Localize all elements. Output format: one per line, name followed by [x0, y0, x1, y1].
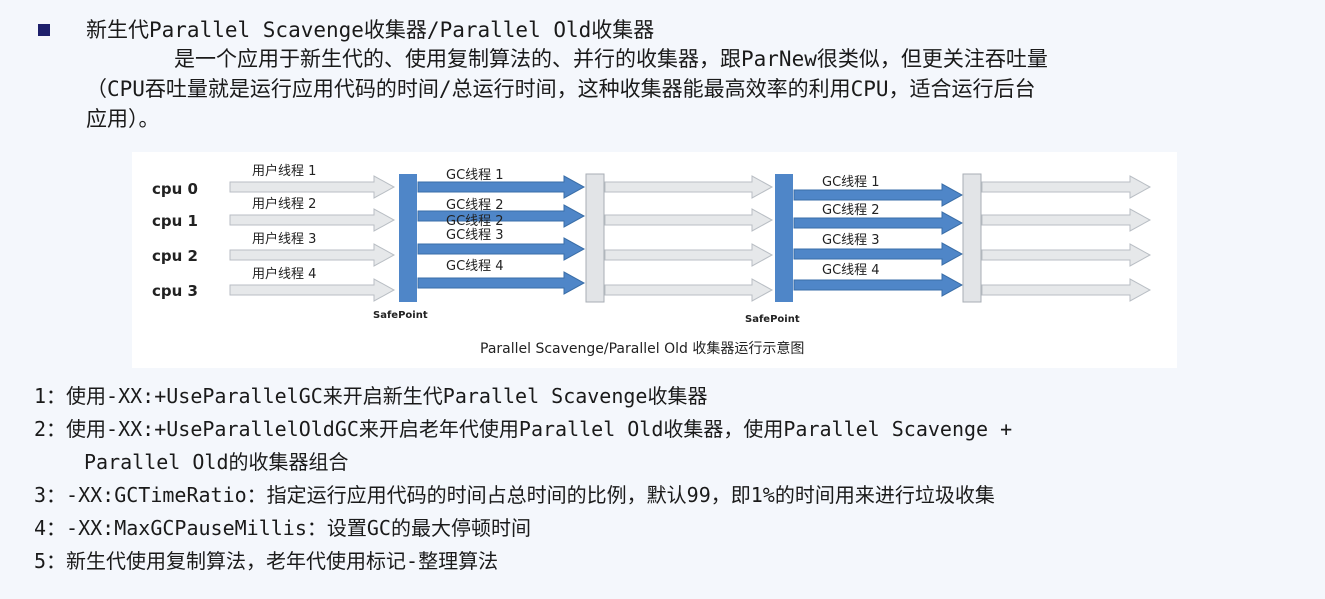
note-item-1: 1：使用-XX:+UseParallelGC来开启新生代Parallel Sca…: [34, 384, 708, 408]
safepoint-label-2: SafePoint: [745, 314, 800, 325]
user-thread-arrow-4: [229, 278, 396, 302]
old-gc-thread-arrow-4: [793, 273, 964, 297]
final-thread-arrow-1: [981, 175, 1152, 199]
user-thread-label-2: 用户线程 2: [252, 196, 316, 212]
resume-thread-arrow-4: [604, 278, 774, 302]
notes-list: 1：使用-XX:+UseParallelGC来开启新生代Parallel Sca…: [34, 380, 1012, 578]
collector-diagram-svg: cpu 0 cpu 1 cpu 2 cpu 3 用户线程 1 用户线程 2 用户…: [152, 163, 1152, 357]
page-title: 新生代Parallel Scavenge收集器/Parallel Old收集器: [86, 18, 655, 42]
gc-thread-arrow-1: [417, 175, 586, 199]
note-item-4: 4：-XX:MaxGCPauseMillis：设置GC的最大停顿时间: [34, 516, 531, 540]
description-line-1: 是一个应用于新生代的、使用复制算法的、并行的收集器，跟ParNew很类似，但更关…: [174, 47, 1048, 71]
description-paragraph: 是一个应用于新生代的、使用复制算法的、并行的收集器，跟ParNew很类似，但更关…: [86, 44, 1286, 134]
description-line-2: （CPU吞吐量就是运行应用代码的时间/总运行时间，这种收集器能最高效率的利用CP…: [86, 77, 1036, 101]
description-line-3: 应用）。: [86, 107, 160, 131]
user-thread-arrow-3: [229, 243, 396, 267]
old-gc-thread-label-2: GC线程 2: [822, 203, 880, 218]
old-gc-thread-arrow-2: [793, 211, 964, 235]
cpu-label-2: cpu 2: [152, 247, 198, 265]
gc-thread-arrow-4: [417, 271, 586, 295]
sync-bar-2: [962, 173, 982, 303]
user-thread-label-4: 用户线程 4: [252, 266, 316, 282]
user-thread-label-3: 用户线程 3: [252, 231, 316, 247]
safepoint-bar-1: [399, 174, 417, 302]
note-item-2-continued: Parallel Old的收集器组合: [84, 450, 349, 474]
note-item-5: 5：新生代使用复制算法，老年代使用标记-整理算法: [34, 549, 499, 573]
note-item-3: 3：-XX:GCTimeRatio：指定运行应用代码的时间占总时间的比例，默认9…: [34, 483, 995, 507]
cpu-label-3: cpu 3: [152, 282, 198, 300]
note-item-2: 2：使用-XX:+UseParallelOldGC来开启老年代使用Paralle…: [34, 417, 1013, 441]
gc-thread-label-1: GC线程 1: [446, 168, 504, 183]
cpu-label-0: cpu 0: [152, 180, 198, 198]
resume-thread-arrow-2: [604, 208, 774, 232]
old-gc-thread-label-4: GC线程 4: [822, 263, 880, 278]
collector-diagram: cpu 0 cpu 1 cpu 2 cpu 3 用户线程 1 用户线程 2 用户…: [132, 152, 1177, 368]
final-thread-arrow-4: [981, 278, 1152, 302]
user-thread-arrow-2: [229, 208, 396, 232]
old-gc-thread-label-3: GC线程 3: [822, 233, 880, 248]
final-thread-arrow-2: [981, 208, 1152, 232]
gc-thread-label-2-overlap: GC线程 2: [446, 214, 504, 229]
user-thread-arrow-1: [229, 175, 396, 199]
gc-thread-label-2: GC线程 2: [446, 198, 504, 213]
resume-thread-arrow-3: [604, 243, 774, 267]
safepoint-bar-2: [775, 174, 793, 302]
diagram-caption: Parallel Scavenge/Parallel Old 收集器运行示意图: [480, 340, 804, 357]
cpu-label-1: cpu 1: [152, 212, 198, 230]
gc-thread-label-3: GC线程 3: [446, 228, 504, 243]
safepoint-label-1: SafePoint: [373, 310, 428, 321]
gc-thread-label-4: GC线程 4: [446, 259, 504, 274]
user-thread-label-1: 用户线程 1: [252, 163, 316, 179]
resume-thread-arrow-1: [604, 175, 774, 199]
sync-bar-1: [585, 173, 605, 303]
old-gc-thread-arrow-3: [793, 242, 964, 266]
old-gc-thread-arrow-1: [793, 183, 964, 207]
final-thread-arrow-3: [981, 243, 1152, 267]
bullet-square: [38, 24, 50, 36]
old-gc-thread-label-1: GC线程 1: [822, 175, 880, 190]
gc-thread-arrow-2: [417, 204, 586, 228]
gc-thread-arrow-3: [417, 237, 586, 261]
